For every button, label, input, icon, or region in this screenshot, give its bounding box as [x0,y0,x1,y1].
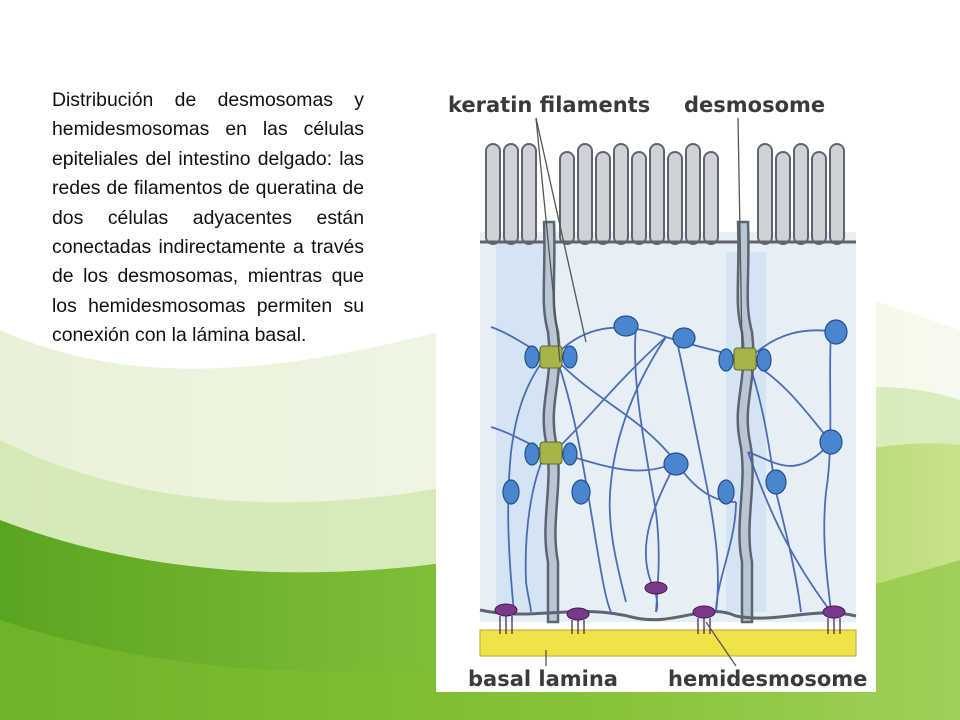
pointer-hemidesmosome [705,621,737,667]
label-pointers [535,117,743,667]
keratin-filaments [490,326,837,613]
label-keratin-filaments: keratin filaments [448,93,650,117]
desmosome-left-lower [539,441,563,465]
hemidesmosome-4 [692,605,716,619]
pointer-keratin [535,117,587,343]
label-basal-lamina: basal lamina [468,667,618,691]
filament-anchors [502,315,848,505]
hemidesmosome-anchors [499,616,841,634]
desmosomes [539,345,757,465]
desmosome-right-upper [733,347,757,371]
figure-caption: Distribución de desmosomas y hemidesmoso… [52,89,364,347]
epithelium-diagram: keratin filaments desmosome basal lamina… [436,82,876,692]
hemidesmosomes [494,581,846,621]
basal-membrane [479,608,857,622]
label-hemidesmosome: hemidesmosome [668,667,867,691]
label-desmosome: desmosome [684,93,825,117]
pointer-keratin-2 [535,117,561,363]
pointer-desmosome [737,117,743,349]
desmosome-left-upper [539,345,563,369]
hemidesmosome-1 [494,603,518,617]
hemidesmosome-2 [566,607,590,621]
hemidesmosome-3 [644,581,668,595]
basal-lamina-band [479,629,857,657]
hemidesmosome-5 [822,605,846,619]
microvilli [485,143,845,245]
